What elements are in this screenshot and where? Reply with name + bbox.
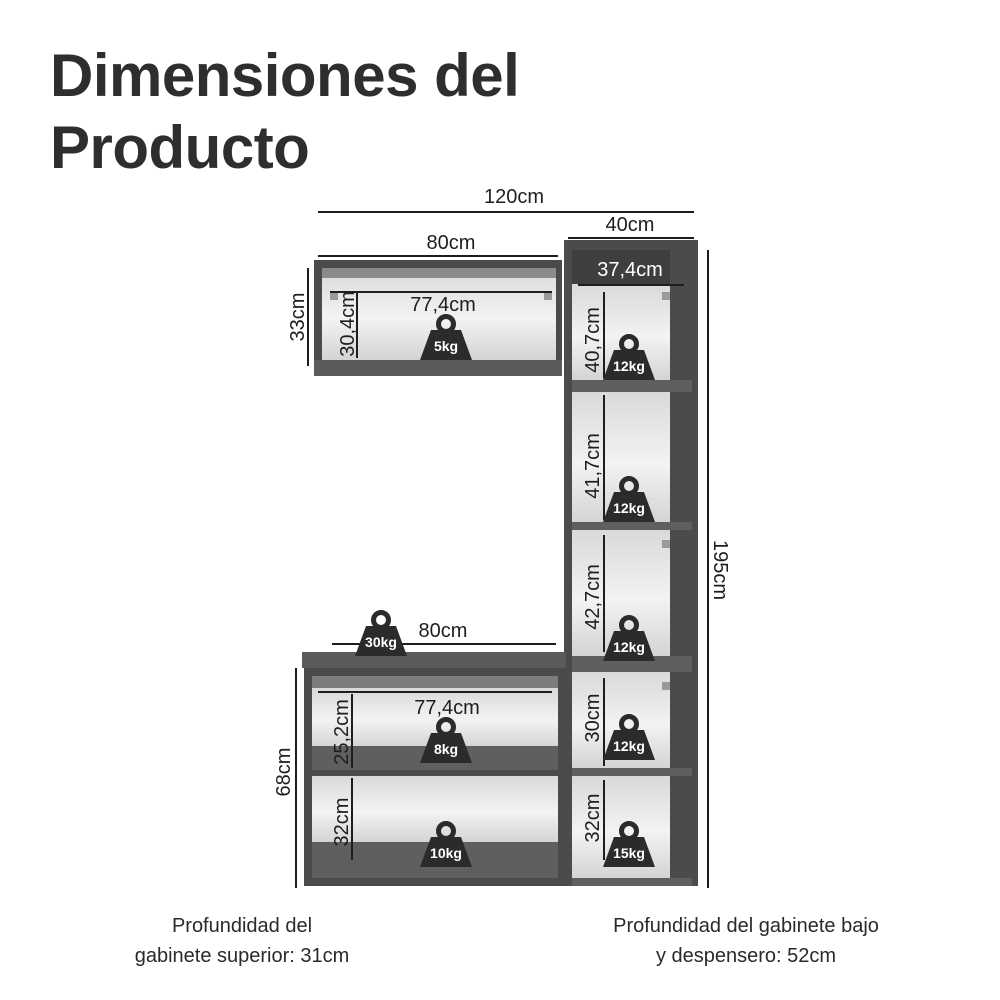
upper-cabinet <box>314 260 562 376</box>
lower-depth-note: Profundidad del gabinete bajo y despense… <box>566 911 926 971</box>
dim-tower-shelf4-height: 30cm <box>582 694 604 743</box>
weight-label-tower-4: 12kg <box>613 738 645 754</box>
weight-label-lower-2: 10kg <box>430 845 462 861</box>
weight-icon-lower-2: 10kg <box>420 821 472 867</box>
dim-upper-width: 80cm <box>427 232 476 254</box>
dim-upper-inner-height: 30,4cm <box>337 291 359 357</box>
upper-depth-note-line-2: gabinete superior: 31cm <box>134 945 350 967</box>
weight-label-upper: 5kg <box>434 338 458 354</box>
weight-icon-counter: 30kg <box>355 610 407 656</box>
dim-lower-shelf1-height: 25,2cm <box>331 699 353 765</box>
dim-lower-inner-width: 77,4cm <box>414 697 480 719</box>
dim-tower-shelf2-height: 41,7cm <box>582 433 604 499</box>
dim-tower-inner-width: 37,4cm <box>597 259 663 281</box>
title-line-1: Dimensiones del <box>50 42 520 109</box>
weight-icon-tower-2: 12kg <box>603 476 655 522</box>
pantry-tower <box>564 240 698 886</box>
dim-lower-height: 68cm <box>273 748 295 797</box>
weight-icon-lower-1: 8kg <box>420 717 472 763</box>
dim-tower-shelf3-height: 42,7cm <box>582 564 604 630</box>
title-line-2: Producto <box>50 114 310 181</box>
dim-tower-shelf5-height: 32cm <box>582 794 604 843</box>
weight-icon-tower-5: 15kg <box>603 821 655 867</box>
dim-tower-shelf1-height: 40,7cm <box>582 307 604 373</box>
upper-depth-note-line-1: Profundidad del <box>171 915 313 937</box>
upper-depth-note: Profundidad del gabinete superior: 31cm <box>92 911 392 971</box>
dim-total-width: 120cm <box>484 186 544 208</box>
dim-total-height: 195cm <box>709 540 731 600</box>
dim-tower-width: 40cm <box>606 214 655 236</box>
weight-icon-tower-1: 12kg <box>603 334 655 380</box>
weight-label-counter: 30kg <box>365 634 397 650</box>
dim-upper-inner-width: 77,4cm <box>410 294 476 316</box>
weight-label-tower-3: 12kg <box>613 639 645 655</box>
weight-label-lower-1: 8kg <box>434 741 458 757</box>
weight-label-tower-5: 15kg <box>613 845 645 861</box>
weight-label-tower-1: 12kg <box>613 358 645 374</box>
lower-depth-note-line-1: Profundidad del gabinete bajo <box>613 915 879 937</box>
dim-lower-shelf2-height: 32cm <box>331 798 353 847</box>
dimension-lines <box>295 211 709 888</box>
dimension-labels: 120cm 40cm 80cm 37,4cm 77,4cm 80cm 77,4c… <box>273 186 731 846</box>
dim-counter-width: 80cm <box>419 620 468 642</box>
weight-icon-upper: 5kg <box>420 314 472 360</box>
weight-label-tower-2: 12kg <box>613 500 645 516</box>
lower-depth-note-line-2: y despensero: 52cm <box>655 945 837 967</box>
weight-icon-tower-3: 12kg <box>603 615 655 661</box>
dim-upper-height: 33cm <box>287 293 309 342</box>
weight-icon-tower-4: 12kg <box>603 714 655 760</box>
page-title: Dimensiones del Producto <box>50 40 610 184</box>
